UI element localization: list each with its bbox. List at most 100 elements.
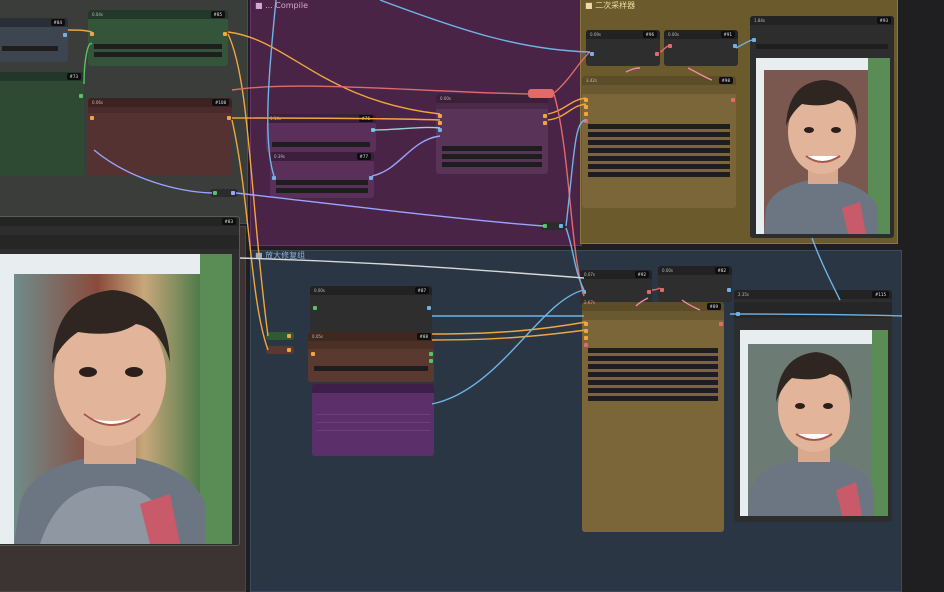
node-bottom-sampler[interactable]: #89 (582, 302, 724, 532)
node-time: 0.00s (440, 96, 451, 101)
input-slot[interactable] (590, 52, 594, 56)
widget-field[interactable] (442, 154, 542, 159)
output-slot[interactable] (543, 121, 547, 125)
widget-field[interactable] (756, 44, 888, 49)
output-slot[interactable] (287, 334, 291, 338)
input-slot[interactable] (311, 352, 315, 356)
node-time: 3.42s (586, 78, 597, 83)
output-slot[interactable] (371, 128, 375, 132)
node-sampler-main[interactable]: 3.42s #98 (582, 76, 736, 208)
input-slot[interactable] (584, 336, 588, 340)
node-bottom-mid-a[interactable]: 0.07s #92 (580, 270, 652, 304)
input-slot[interactable] (313, 306, 317, 310)
output-slot[interactable] (427, 306, 431, 310)
widget-field[interactable] (588, 156, 730, 161)
output-slot[interactable] (731, 98, 735, 102)
widget-field[interactable] (588, 356, 718, 361)
reroute-node-bottom-1[interactable] (266, 332, 294, 340)
input-slot[interactable] (213, 191, 217, 195)
group-compile-title: ■ ... Compile (255, 1, 308, 10)
widget-field[interactable] (588, 380, 718, 385)
input-slot[interactable] (668, 44, 672, 48)
node-bottom-purple[interactable] (312, 384, 434, 456)
output-slot[interactable] (223, 32, 227, 36)
input-slot[interactable] (584, 105, 588, 109)
output-slot[interactable] (559, 224, 563, 228)
widget-field[interactable] (588, 148, 730, 153)
node-compile-center[interactable]: 0.00s (436, 94, 548, 174)
output-slot[interactable] (287, 348, 291, 352)
output-slot[interactable] (227, 116, 231, 120)
output-slot[interactable] (727, 288, 731, 292)
widget-field[interactable] (276, 188, 368, 193)
output-slot[interactable] (63, 33, 67, 37)
widget-field[interactable] (588, 348, 718, 353)
input-slot[interactable] (438, 114, 442, 118)
widget-field[interactable] (442, 162, 542, 167)
preview-image-bottom (740, 330, 888, 516)
node-time: 0.07s (584, 272, 595, 277)
input-slot[interactable] (438, 128, 442, 132)
widget-field[interactable] (94, 52, 222, 57)
widget-field[interactable] (588, 124, 730, 129)
input-slot[interactable] (584, 112, 588, 116)
preview-image-large (0, 254, 232, 544)
input-slot[interactable] (582, 290, 586, 294)
node-sampler-top-b[interactable]: 0.00s #91 (664, 30, 738, 66)
node-time: 0.09s (590, 32, 601, 37)
widget-field[interactable] (442, 146, 542, 151)
output-slot[interactable] (647, 290, 651, 294)
node-top-left-gray[interactable]: #84 (0, 18, 68, 62)
node-left-green-lower[interactable]: #73 (0, 72, 84, 176)
input-slot[interactable] (90, 116, 94, 120)
widget-field[interactable] (588, 164, 730, 169)
widget-field[interactable] (588, 372, 718, 377)
output-slot[interactable] (655, 52, 659, 56)
node-id-badge: #92 (634, 271, 649, 278)
input-slot[interactable] (543, 224, 547, 228)
node-compile-b[interactable]: 0.39s #77 (270, 152, 374, 198)
input-slot[interactable] (660, 288, 664, 292)
output-slot[interactable] (231, 191, 235, 195)
input-slot[interactable] (584, 343, 588, 347)
reroute-node-bottom-2[interactable] (266, 346, 294, 354)
input-slot[interactable] (736, 312, 740, 316)
output-slot[interactable] (733, 44, 737, 48)
widget-field[interactable] (276, 180, 368, 185)
output-slot[interactable] (429, 352, 433, 356)
input-slot[interactable] (752, 38, 756, 42)
node-bottom-brown[interactable]: 0.05s #88 (308, 332, 434, 382)
node-sampler-top-a[interactable]: 0.09s #96 (586, 30, 660, 66)
widget-field[interactable] (588, 364, 718, 369)
input-slot[interactable] (90, 32, 94, 36)
node-compile-a[interactable]: 1.14s #76 (266, 114, 376, 152)
node-left-red[interactable]: 0.06s #108 (88, 98, 232, 176)
widget-field[interactable] (588, 132, 730, 137)
output-slot[interactable] (543, 114, 547, 118)
node-bottom-mid-b[interactable]: 0.00s #82 (658, 266, 732, 302)
widget-field[interactable] (314, 366, 428, 371)
widget-field[interactable] (2, 46, 58, 51)
output-slot[interactable] (719, 322, 723, 326)
node-id-badge: #108 (212, 99, 229, 106)
widget-field[interactable] (588, 388, 718, 393)
reroute-node-mid[interactable] (540, 222, 566, 230)
reroute-node-red[interactable] (528, 89, 554, 98)
input-slot[interactable] (584, 98, 588, 102)
node-bottom-upper[interactable]: 0.00s #87 (310, 286, 432, 332)
widget-field[interactable] (588, 140, 730, 145)
reroute-node-left[interactable] (210, 189, 238, 197)
input-slot[interactable] (584, 329, 588, 333)
widget-field[interactable] (94, 44, 222, 49)
output-slot[interactable] (429, 359, 433, 363)
node-left-green-upper[interactable]: 0.04s #85 (88, 10, 228, 66)
input-slot[interactable] (584, 322, 588, 326)
input-slot[interactable] (272, 176, 276, 180)
widget-field[interactable] (588, 172, 730, 177)
input-slot[interactable] (584, 119, 588, 123)
output-slot[interactable] (79, 94, 83, 98)
input-slot[interactable] (438, 121, 442, 125)
widget-field[interactable] (272, 142, 370, 147)
widget-field[interactable] (588, 396, 718, 401)
output-slot[interactable] (369, 176, 373, 180)
